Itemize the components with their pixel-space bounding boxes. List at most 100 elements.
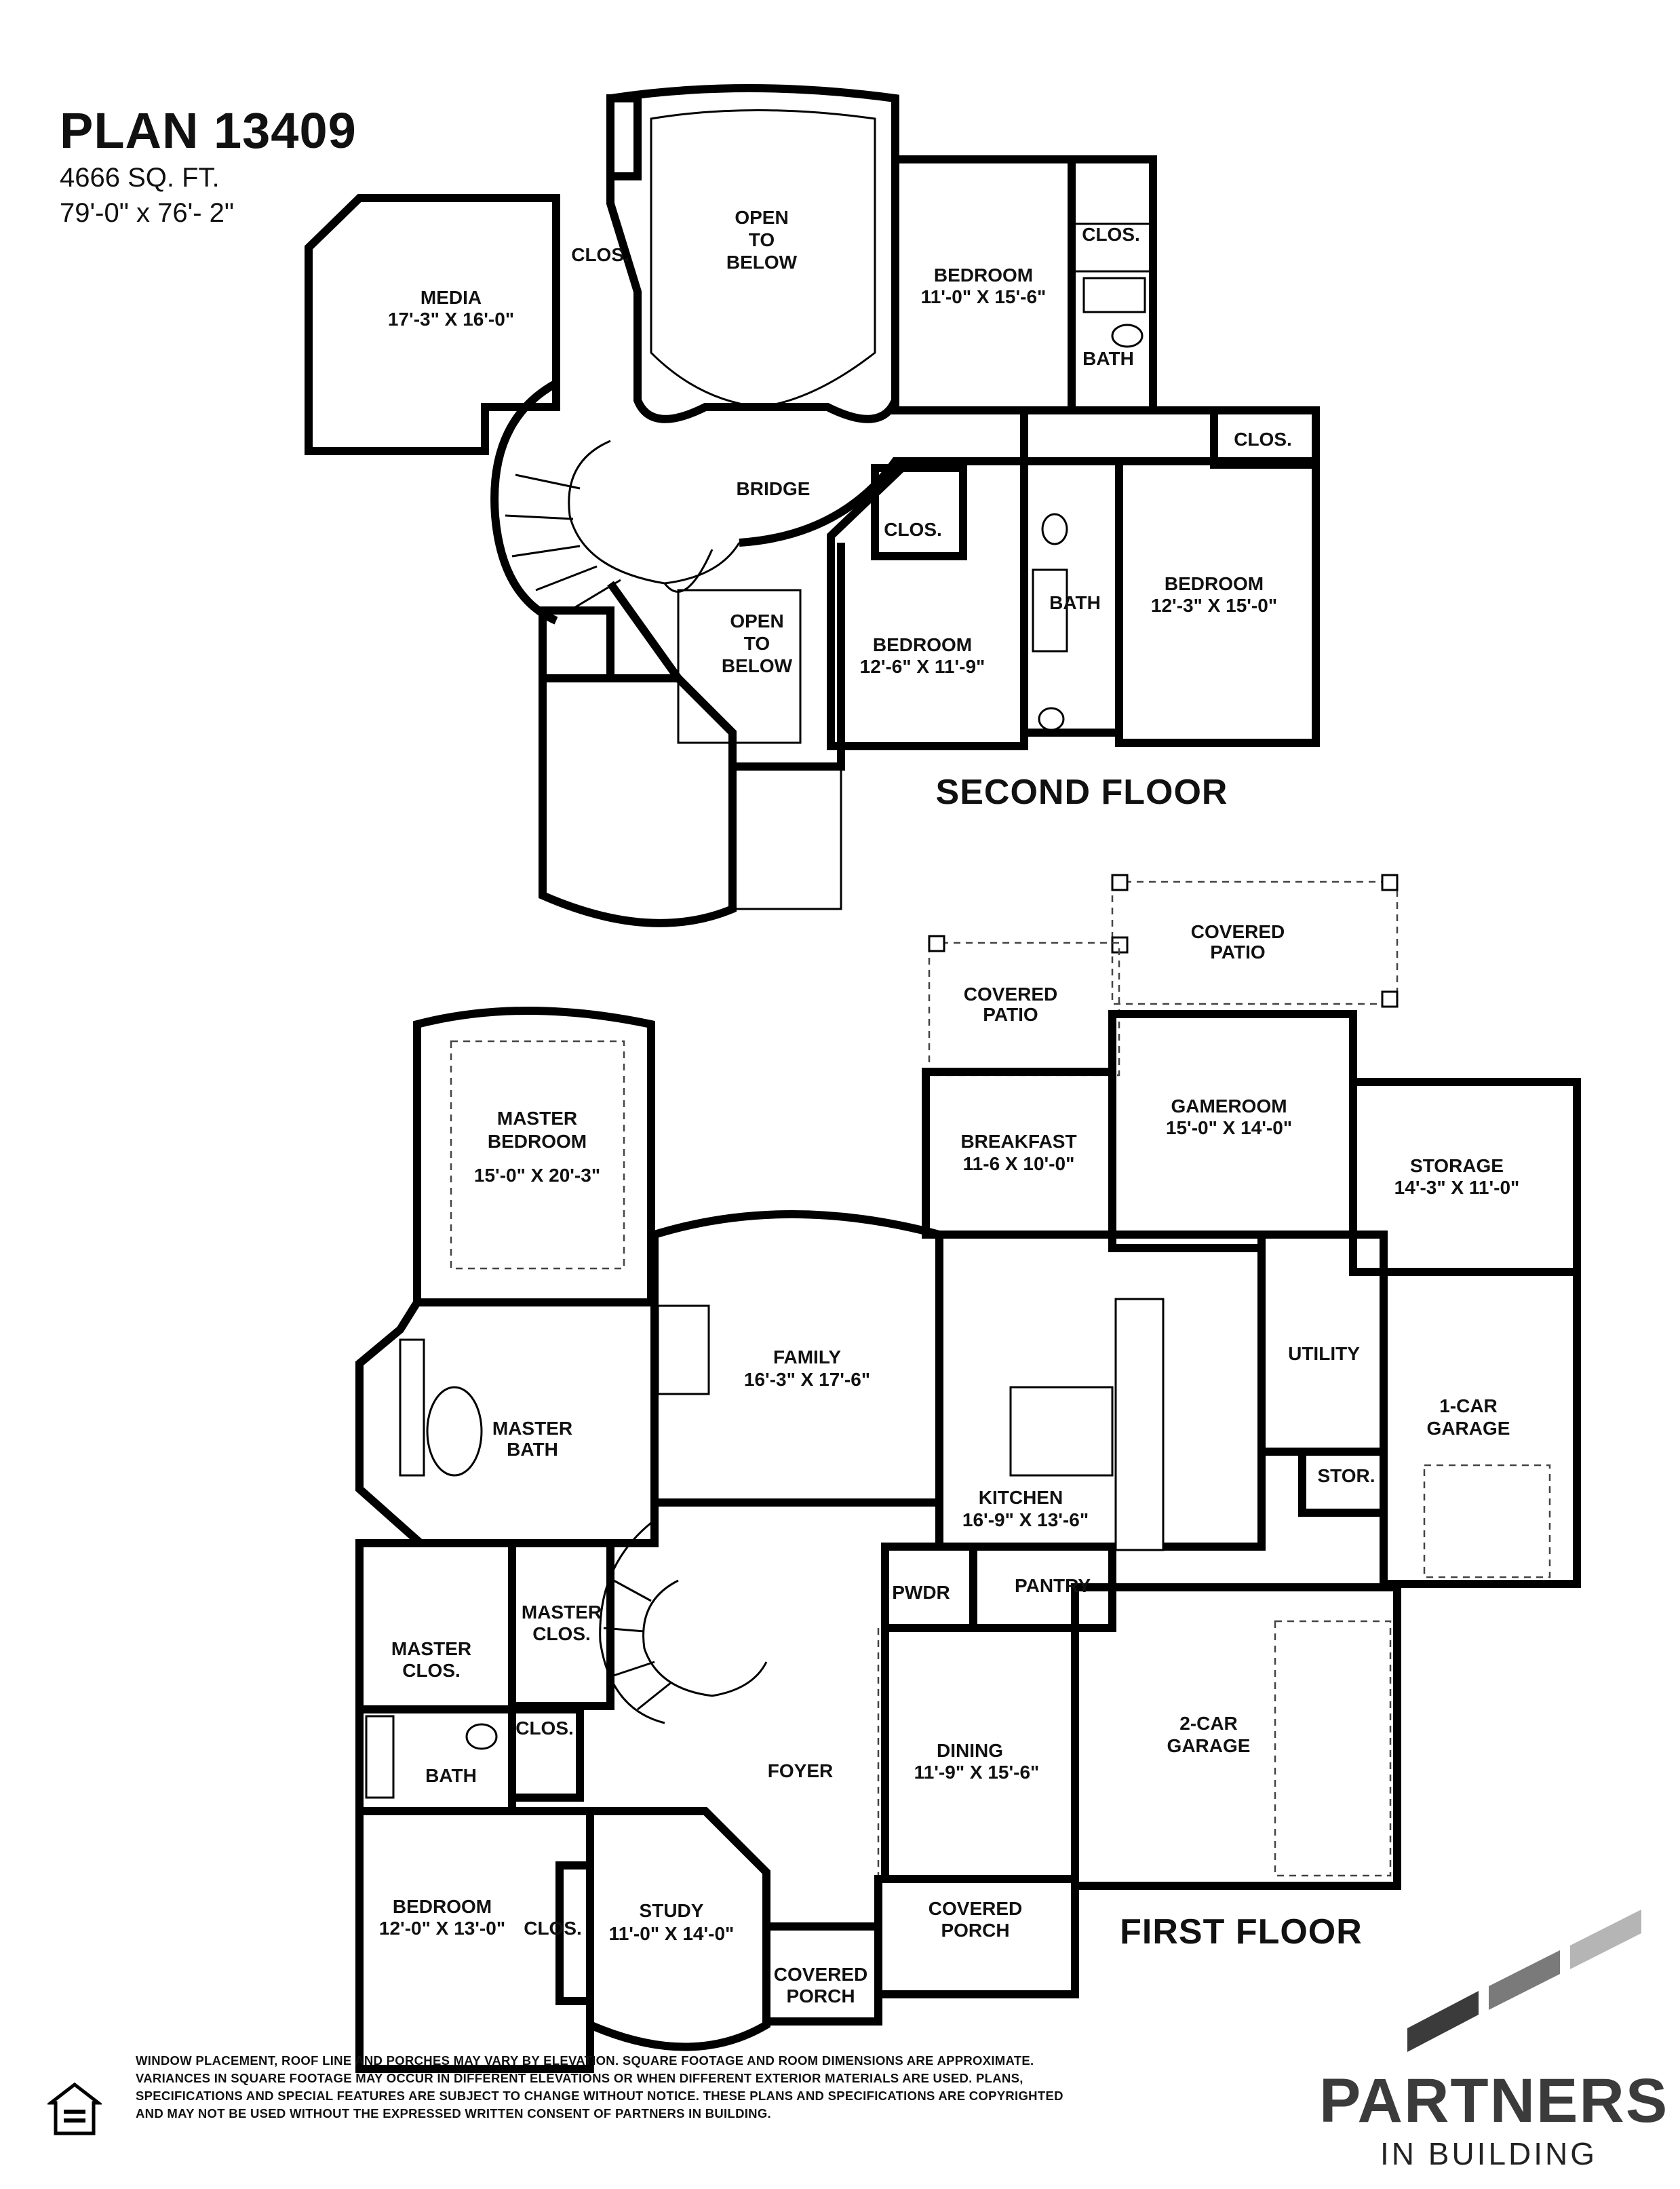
- covered-patio-2-line1: COVERED: [964, 984, 1057, 1005]
- master-bedroom-wall: [413, 1007, 655, 1306]
- clos-right-wall: [1210, 406, 1320, 469]
- disclaimer: WINDOW PLACEMENT, ROOF LINE AND PORCHES …: [136, 2052, 1289, 2123]
- bedroom-a-clos: CLOS.: [1082, 224, 1140, 245]
- bedroom-a-label: BEDROOM: [934, 265, 1033, 286]
- kitchen-island: [1009, 1386, 1114, 1477]
- kitchen-label: KITCHEN: [979, 1487, 1063, 1508]
- bath-mid-label: BATH: [1049, 592, 1101, 613]
- covered-porch-1-line1: COVERED: [929, 1898, 1022, 1919]
- gameroom-size: 15'-0" X 14'-0": [1166, 1117, 1292, 1138]
- dining-label: DINING: [937, 1740, 1003, 1761]
- open-below-1-line3: BELOW: [726, 252, 798, 273]
- covered-patio-1-line1: COVERED: [1191, 921, 1285, 942]
- bedroom-c-label: BEDROOM: [1165, 573, 1264, 594]
- study-size: 11'-0" X 14'-0": [609, 1923, 735, 1944]
- disclaimer-line: SPECIFICATIONS AND SPECIAL FEATURES ARE …: [136, 2089, 1063, 2103]
- bedroom-b-wall: [827, 457, 1028, 750]
- storage-label: STORAGE: [1410, 1155, 1504, 1176]
- two-car-garage-wall: [1071, 1583, 1401, 1890]
- master-clos-1-wall: [355, 1539, 516, 1713]
- master-clos-1-line1: MASTER: [391, 1638, 471, 1659]
- clos-wall: [508, 1705, 584, 1802]
- covered-patio-1-line2: PATIO: [1210, 942, 1265, 963]
- gameroom-label: GAMEROOM: [1171, 1096, 1287, 1117]
- bridge-rail: [739, 407, 1028, 547]
- bedroom-b-size: 12'-6" X 11'-9": [860, 656, 985, 677]
- clos-mid-label: CLOS.: [884, 519, 942, 540]
- open-below-2-line1: OPEN: [730, 611, 783, 632]
- master-bedroom-size: 15'-0" X 20'-3": [474, 1165, 600, 1186]
- equal-housing-icon: [45, 2079, 104, 2154]
- lower-tower-wall: [539, 674, 737, 927]
- second-floor-label: SECOND FLOOR: [936, 773, 1228, 812]
- media-size: 17'-3" X 16'-0": [388, 309, 514, 330]
- one-car-garage-line2: GARAGE: [1427, 1418, 1510, 1439]
- pantry-label: PANTRY: [1015, 1575, 1091, 1596]
- master-bedroom-line1: MASTER: [497, 1108, 577, 1129]
- first-floor-labels: COVERED PATIO COVERED PATIO MASTER BEDRO…: [379, 921, 1519, 2007]
- disclaimer-line: AND MAY NOT BE USED WITHOUT THE EXPRESSE…: [136, 2106, 771, 2120]
- bridge-label: BRIDGE: [737, 478, 810, 499]
- dining-size: 11'-9" X 15'-6": [914, 1762, 1040, 1783]
- plan-sqft: 4666 SQ. FT.: [60, 163, 220, 193]
- open-below-lower-wall: [607, 543, 845, 771]
- covered-porch-2-line2: PORCH: [786, 1985, 855, 2007]
- open-below-2-line3: BELOW: [722, 655, 793, 676]
- bedroom-b-label: BEDROOM: [873, 634, 972, 655]
- master-clos-2-line1: MASTER: [522, 1602, 602, 1623]
- family-label: FAMILY: [773, 1347, 841, 1368]
- covered-porch-2-line1: COVERED: [774, 1964, 867, 1985]
- two-car-garage-line2: GARAGE: [1167, 1735, 1251, 1756]
- covered-patio-2-line2: PATIO: [983, 1004, 1038, 1025]
- master-clos-1-line2: CLOS.: [402, 1660, 461, 1681]
- covered-porch-1-line2: PORCH: [941, 1920, 1009, 1941]
- two-car-garage-line1: 2-CAR: [1179, 1713, 1238, 1734]
- breakfast-size: 11-6 X 10'-0": [963, 1153, 1075, 1174]
- open-below-2-line2: TO: [744, 633, 770, 654]
- clos-label: CLOS.: [515, 1718, 574, 1739]
- master-bath-line1: MASTER: [492, 1418, 572, 1439]
- covered-porch-2-wall: [762, 1922, 882, 2026]
- foyer-label: FOYER: [768, 1760, 833, 1781]
- kitchen-size: 16'-9" X 13'-6": [962, 1509, 1089, 1530]
- open-below-1-line2: TO: [749, 229, 775, 250]
- first-floor-label: FIRST FLOOR: [1120, 1912, 1363, 1952]
- upper-chase: [606, 94, 642, 180]
- plan-title: PLAN 13409: [60, 102, 357, 159]
- first-floor-walls: [355, 874, 1581, 2073]
- logo-sub: IN BUILDING: [1380, 2136, 1598, 2171]
- master-clos-2-line2: CLOS.: [532, 1623, 591, 1644]
- bedroom-a-size: 11'-0" X 15'-6": [921, 286, 1047, 307]
- covered-patio-1-outline: [1111, 880, 1399, 1005]
- open-below-1-line1: OPEN: [735, 207, 788, 228]
- media-clos-label: CLOS.: [571, 244, 629, 265]
- bedroom-c-size: 12'-3" X 15'-0": [1151, 595, 1277, 616]
- master-bedroom-line2: BEDROOM: [488, 1131, 587, 1152]
- one-car-garage-line1: 1-CAR: [1439, 1395, 1498, 1416]
- bedroom-label: BEDROOM: [393, 1896, 492, 1917]
- clos-mid-wall: [871, 464, 967, 560]
- master-bath-line2: BATH: [507, 1439, 558, 1460]
- storage-size: 14'-3" X 11'-0": [1394, 1177, 1520, 1198]
- second-floor-walls: [305, 84, 1320, 927]
- bedroom-a-bath: BATH: [1082, 348, 1134, 369]
- bath-label: BATH: [425, 1765, 477, 1786]
- logo-name: PARTNERS: [1319, 2066, 1669, 2135]
- second-floor-labels: MEDIA 17'-3" X 16'-0" CLOS. OPEN TO BELO…: [388, 207, 1292, 812]
- stor-label: STOR.: [1317, 1465, 1375, 1486]
- disclaimer-line: WINDOW PLACEMENT, ROOF LINE AND PORCHES …: [136, 2053, 1034, 2068]
- bedroom-clos-label: CLOS.: [524, 1918, 582, 1939]
- plan-dimensions: 79'-0" x 76'- 2": [60, 198, 235, 228]
- clos-right-label: CLOS.: [1234, 429, 1292, 450]
- partners-logo-mark: [1407, 1910, 1641, 2052]
- bedroom-size: 12'-0" X 13'-0": [379, 1918, 505, 1939]
- breakfast-label: BREAKFAST: [960, 1131, 1076, 1152]
- one-car-garage-wall: [1380, 1268, 1581, 1588]
- pwdr-label: PWDR: [892, 1582, 950, 1603]
- utility-label: UTILITY: [1288, 1343, 1360, 1364]
- open-below-upper-wall: [606, 84, 899, 423]
- media-label: MEDIA: [421, 287, 482, 308]
- study-label: STUDY: [640, 1900, 704, 1921]
- upper-stair-outer: [490, 379, 558, 625]
